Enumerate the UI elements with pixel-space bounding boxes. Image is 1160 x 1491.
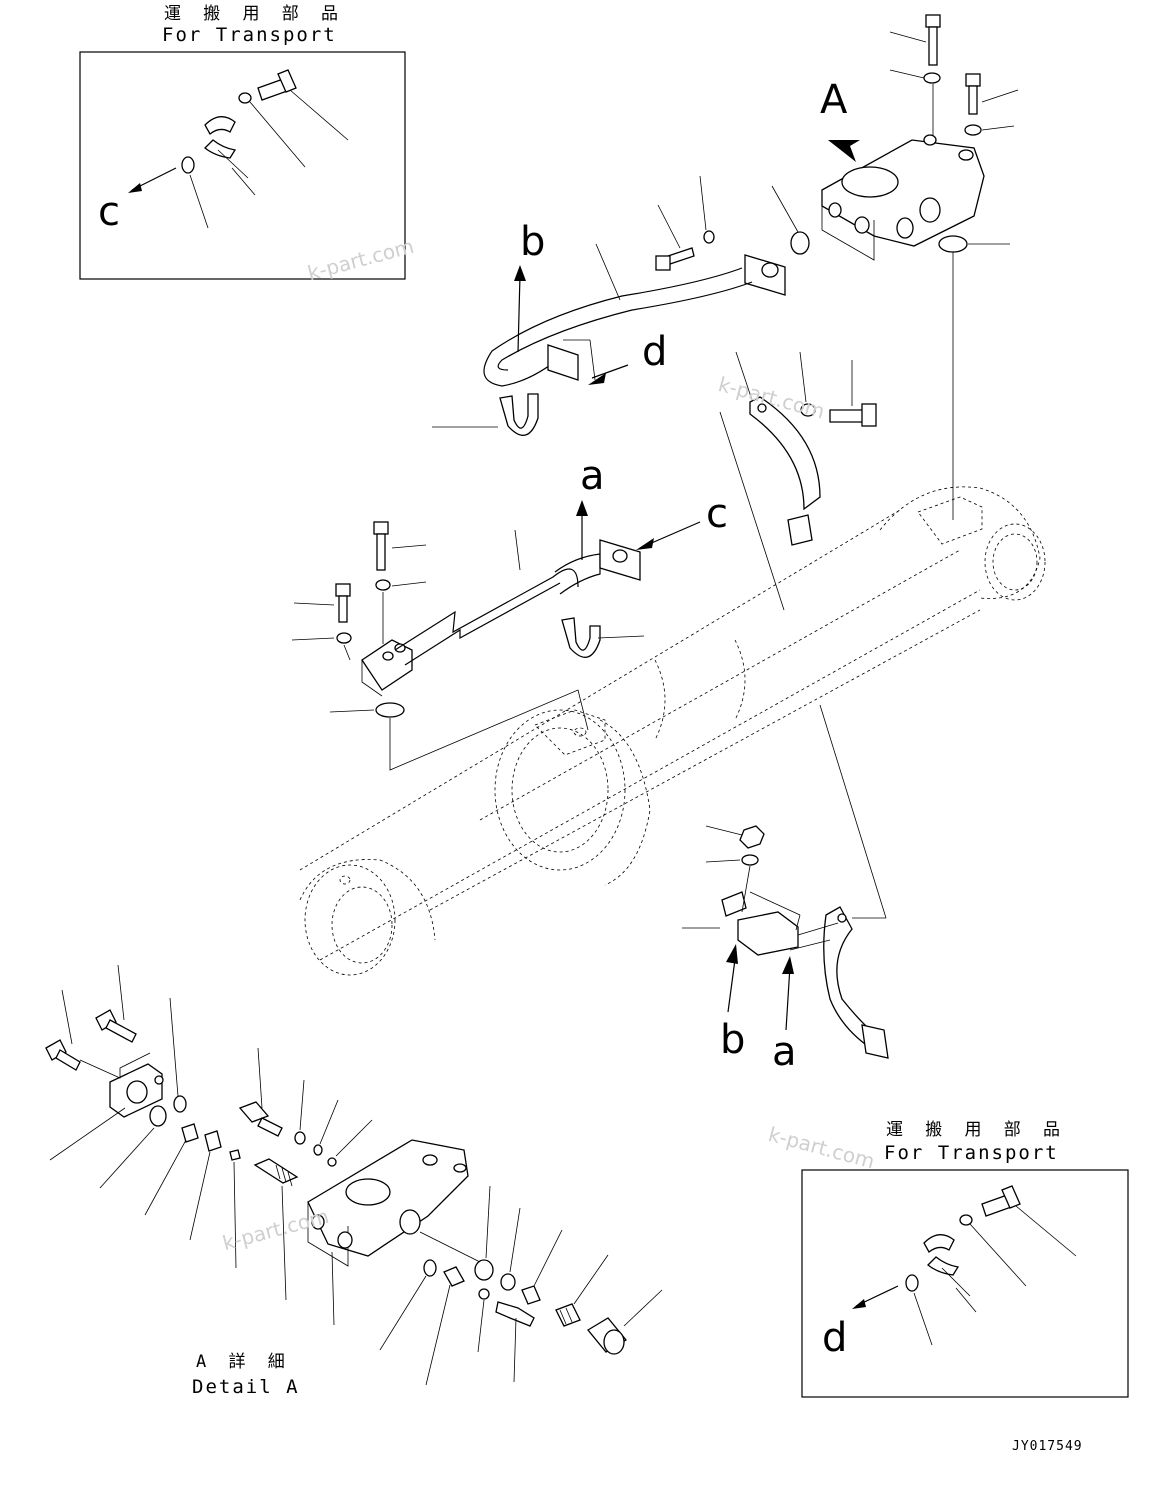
label-d-main: d xyxy=(642,329,668,375)
detail-title-jp: A 詳 細 xyxy=(196,1352,291,1372)
detail-a xyxy=(45,964,663,1386)
hose-middle xyxy=(561,617,645,658)
block-bolts xyxy=(889,14,1019,136)
drawing-code: JY017549 xyxy=(1012,1439,1083,1454)
label-a-bottom: a xyxy=(772,1029,797,1075)
boom-cylinder xyxy=(299,486,1046,976)
transport-bolt-top xyxy=(257,69,297,101)
transport-top-label-c: c xyxy=(98,189,120,235)
transport-top-title-jp: 運 搬 用 部 品 xyxy=(164,4,344,24)
arrow-to-block xyxy=(828,140,860,162)
detail-title-en: Detail A xyxy=(192,1376,300,1398)
transport-box-top xyxy=(79,51,406,280)
upper-pipe xyxy=(483,175,786,387)
transport-bottom-title-en: For Transport xyxy=(884,1142,1059,1164)
label-b-top: b xyxy=(520,219,546,265)
valve-block-top xyxy=(821,134,985,261)
transport-bottom-label-d: d xyxy=(822,1315,848,1361)
label-b-bottom: b xyxy=(720,1017,746,1063)
transport-top-title-en: For Transport xyxy=(162,24,337,46)
transport-box-bottom xyxy=(801,1169,1129,1398)
clamp-upper xyxy=(719,351,877,611)
label-A: A xyxy=(820,77,848,123)
transport-bottom-title-jp: 運 搬 用 部 品 xyxy=(886,1120,1066,1140)
clamp-lower xyxy=(682,704,889,1059)
hose-upper xyxy=(432,393,539,436)
middle-pipe xyxy=(291,521,641,697)
label-c-main: c xyxy=(706,491,728,537)
label-a-top: a xyxy=(580,453,605,499)
